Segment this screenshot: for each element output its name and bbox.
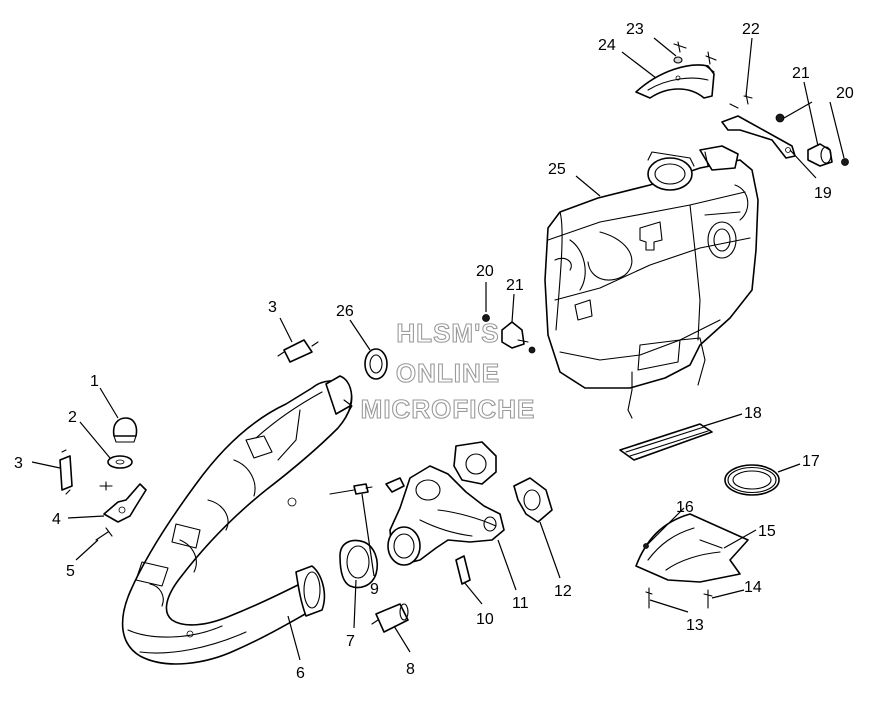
gasket-11 — [453, 441, 497, 485]
rubber-mount-right — [807, 143, 833, 167]
cap-1 — [112, 417, 138, 443]
heat-shield-part — [635, 64, 715, 99]
watermark-line-3: MICROFICHE — [361, 394, 536, 424]
head-pipe-6 — [121, 375, 353, 665]
bolt-9 — [329, 483, 373, 495]
callout-25: 25 — [548, 161, 566, 178]
rubber-mount-middle — [482, 314, 536, 354]
callout-20-middle: 20 — [476, 263, 494, 280]
callout-numbers: 1 2 3 4 5 6 7 8 9 10 11 12 13 14 15 16 1… — [14, 21, 854, 682]
bolts-lower-right — [645, 587, 713, 609]
strap-part — [619, 423, 713, 461]
callout-9: 9 — [370, 581, 379, 598]
bolt-5 — [95, 527, 113, 541]
callout-7: 7 — [346, 633, 355, 650]
callout-22: 22 — [742, 21, 760, 38]
bolt-manifold-top — [385, 477, 405, 493]
washer-2 — [107, 455, 133, 469]
callout-24: 24 — [598, 37, 616, 54]
nut-16 — [643, 543, 649, 549]
callout-19: 19 — [814, 185, 832, 202]
callout-11: 11 — [512, 595, 529, 612]
ring-seal-part — [724, 464, 780, 496]
callout-26: 26 — [336, 303, 354, 320]
bushing-3-top — [277, 339, 319, 363]
damper-8 — [371, 603, 409, 633]
collar-ring-26 — [364, 348, 388, 380]
callout-23: 23 — [626, 21, 644, 38]
callout-15: 15 — [758, 523, 776, 540]
callout-6: 6 — [296, 665, 305, 682]
callout-18: 18 — [744, 405, 762, 422]
callout-10: 10 — [476, 611, 494, 628]
stud-10 — [455, 555, 471, 585]
callout-8: 8 — [406, 661, 415, 678]
callout-13: 13 — [686, 617, 704, 634]
leader-lines — [31, 37, 845, 661]
callout-1: 1 — [90, 373, 99, 390]
callout-4: 4 — [52, 511, 61, 528]
callout-3-left: 3 — [14, 455, 23, 472]
shield-fasteners — [673, 41, 753, 109]
watermark-line-2: ONLINE — [396, 358, 500, 388]
callout-20-right: 20 — [836, 85, 854, 102]
callout-2: 2 — [68, 409, 77, 426]
exhaust-manifold-part — [387, 465, 505, 566]
clamp-ring-7 — [339, 539, 379, 589]
callout-14: 14 — [744, 579, 762, 596]
gasket-12 — [513, 477, 553, 523]
muffler-part — [544, 159, 759, 419]
watermark: HLSM'S ONLINE MICROFICHE — [360, 317, 536, 424]
lower-shield-plate — [635, 513, 749, 583]
callout-21-middle: 21 — [506, 277, 524, 294]
callout-5: 5 — [66, 563, 75, 580]
callout-16: 16 — [676, 499, 694, 516]
callout-17: 17 — [802, 453, 820, 470]
watermark-line-1: HLSM'S — [396, 318, 499, 348]
callout-3-top: 3 — [268, 299, 277, 316]
muffler-outlet-collar — [647, 145, 739, 191]
callout-12: 12 — [554, 583, 572, 600]
callout-21-right: 21 — [792, 65, 810, 82]
bracket-4 — [99, 481, 147, 523]
bushing-3-left — [59, 449, 73, 495]
